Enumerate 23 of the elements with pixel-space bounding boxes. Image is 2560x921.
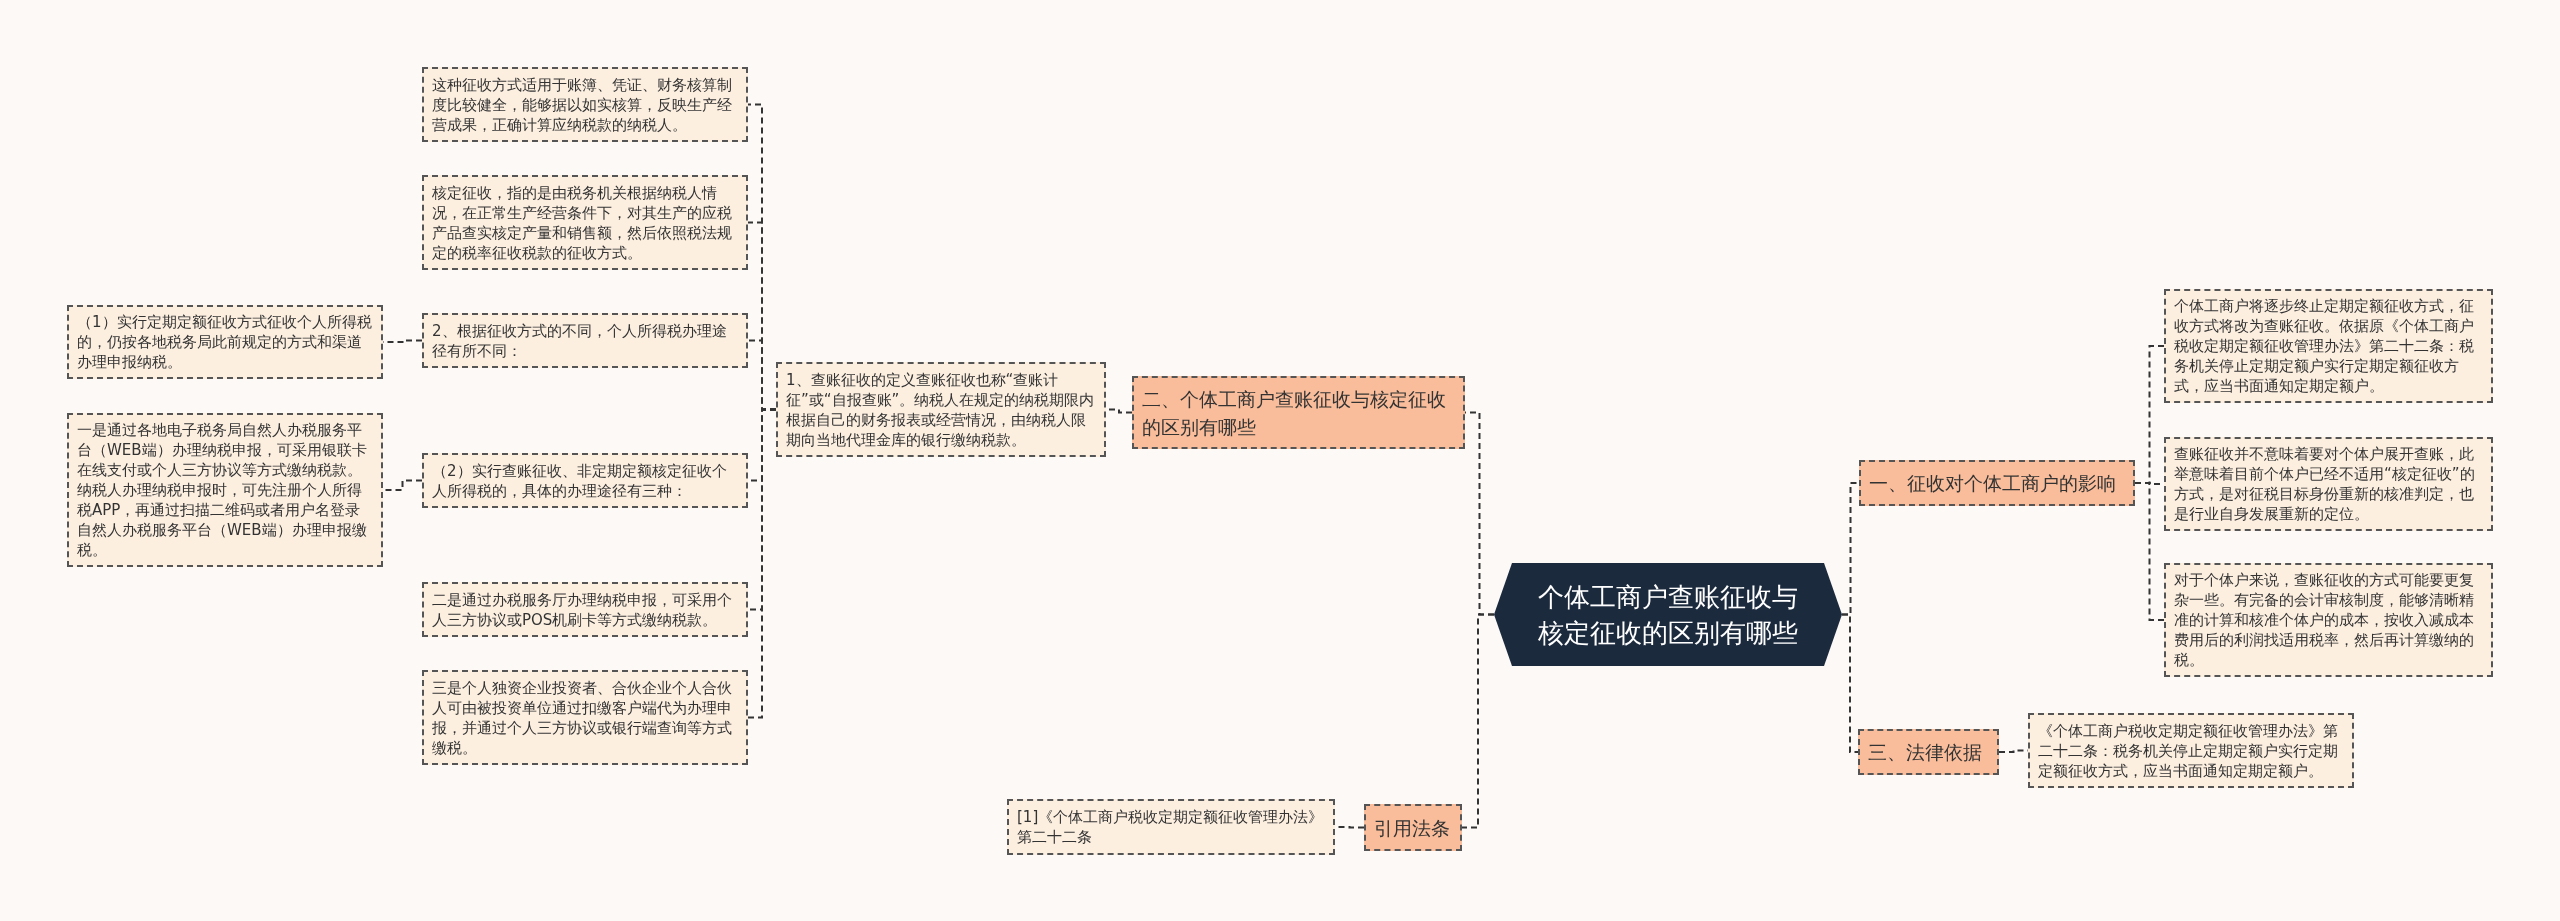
text-box: 《个体工商户税收定期定额征收管理办法》第二十二条：税务机关停止定期定额户实行定期定额征收方式，应当书面通知定期定额户。	[2028, 713, 2354, 788]
text-box: 2、根据征收方式的不同，个人所得税办理途径有所不同：	[422, 313, 748, 368]
topic-box: 一、征收对个体工商户的影响	[1859, 460, 2135, 506]
topic-box: 引用法条	[1364, 804, 1462, 851]
text-box: 对于个体户来说，查账征收的方式可能要更复杂一些。有完备的会计审核制度，能够清晰精准的计算和核准个体户的成本，按收入减成本费用后的利润找适用税率，然后再计算缴纳的税。	[2164, 563, 2493, 677]
text-box: 1、查账征收的定义查账征收也称“查账计征”或“自报查账”。纳税人在规定的纳税期限内根据自己的财务报表或经营情况，由纳税人限期向当地代理金库的银行缴纳税款。	[776, 362, 1106, 457]
topic-box: 二、个体工商户查账征收与核定征收的区别有哪些	[1132, 376, 1465, 449]
connector-line	[1461, 613, 1495, 829]
text-box: [1]《个体工商户税收定期定额征收管理办法》第二十二条	[1007, 799, 1335, 855]
connector-line	[2134, 482, 2165, 621]
text-box: 三是个人独资企业投资者、合伙企业个人合伙人可由被投资单位通过扣缴客户端代为办理申报，并通过个人三方协议或银行端查询等方式缴税。	[422, 670, 748, 765]
text-box: （1）实行定期定额征收方式征收个人所得税的，仍按各地税务局此前规定的方式和渠道办理申报纳税。	[67, 305, 383, 379]
topic-box: 三、法律依据	[1858, 729, 1999, 775]
text-box: 这种征收方式适用于账簿、凭证、财务核算制度比较健全，能够据以如实核算，反映生产经营成果，正确计算应纳税款的纳税人。	[422, 67, 748, 142]
connector-line	[747, 408, 777, 719]
text-box: 二是通过办税服务厅办理纳税申报，可采用个人三方协议或POS机刷卡等方式缴纳税款。	[422, 582, 748, 637]
text-box: （2）实行查账征收、非定期定额核定征收个人所得税的，具体的办理途径有三种：	[422, 453, 748, 508]
topic-hexagon: 个体工商户查账征收与核定征收的区别有哪些	[1494, 563, 1842, 666]
text-box: 个体工商户将逐步终止定期定额征收方式，征收方式将改为查账征收。依据原《个体工商户税收定期定额征收管理办法》第二十二条：税务机关停止定期定额户实行定期定额征收方式，应当书面通知定期定额户。	[2164, 289, 2493, 403]
connector-line	[1841, 613, 1859, 753]
text-box: 查账征收并不意味着要对个体户展开查账，此举意味着目前个体户已经不适用“核定征收”的方式，是对征税目标身份重新的核准判定，也是行业自身发展重新的定位。	[2164, 437, 2493, 531]
text-box: 一是通过各地电子税务局自然人办税服务平台（WEB端）办理纳税申报，可采用银联卡在线支付或个人三方协议等方式缴纳税款。纳税人办理纳税申报时，可先注册个人所得税APP，再通过扫描二维码或者用户名登录自然人办税服务平台（WEB端）办理申报缴税。	[67, 413, 383, 567]
text-box: 核定征收，指的是由税务机关根据纳税人情况，在正常生产经营条件下，对其生产的应税产品查实核定产量和销售额，然后依照税法规定的税率征收税款的征收方式。	[422, 175, 748, 270]
